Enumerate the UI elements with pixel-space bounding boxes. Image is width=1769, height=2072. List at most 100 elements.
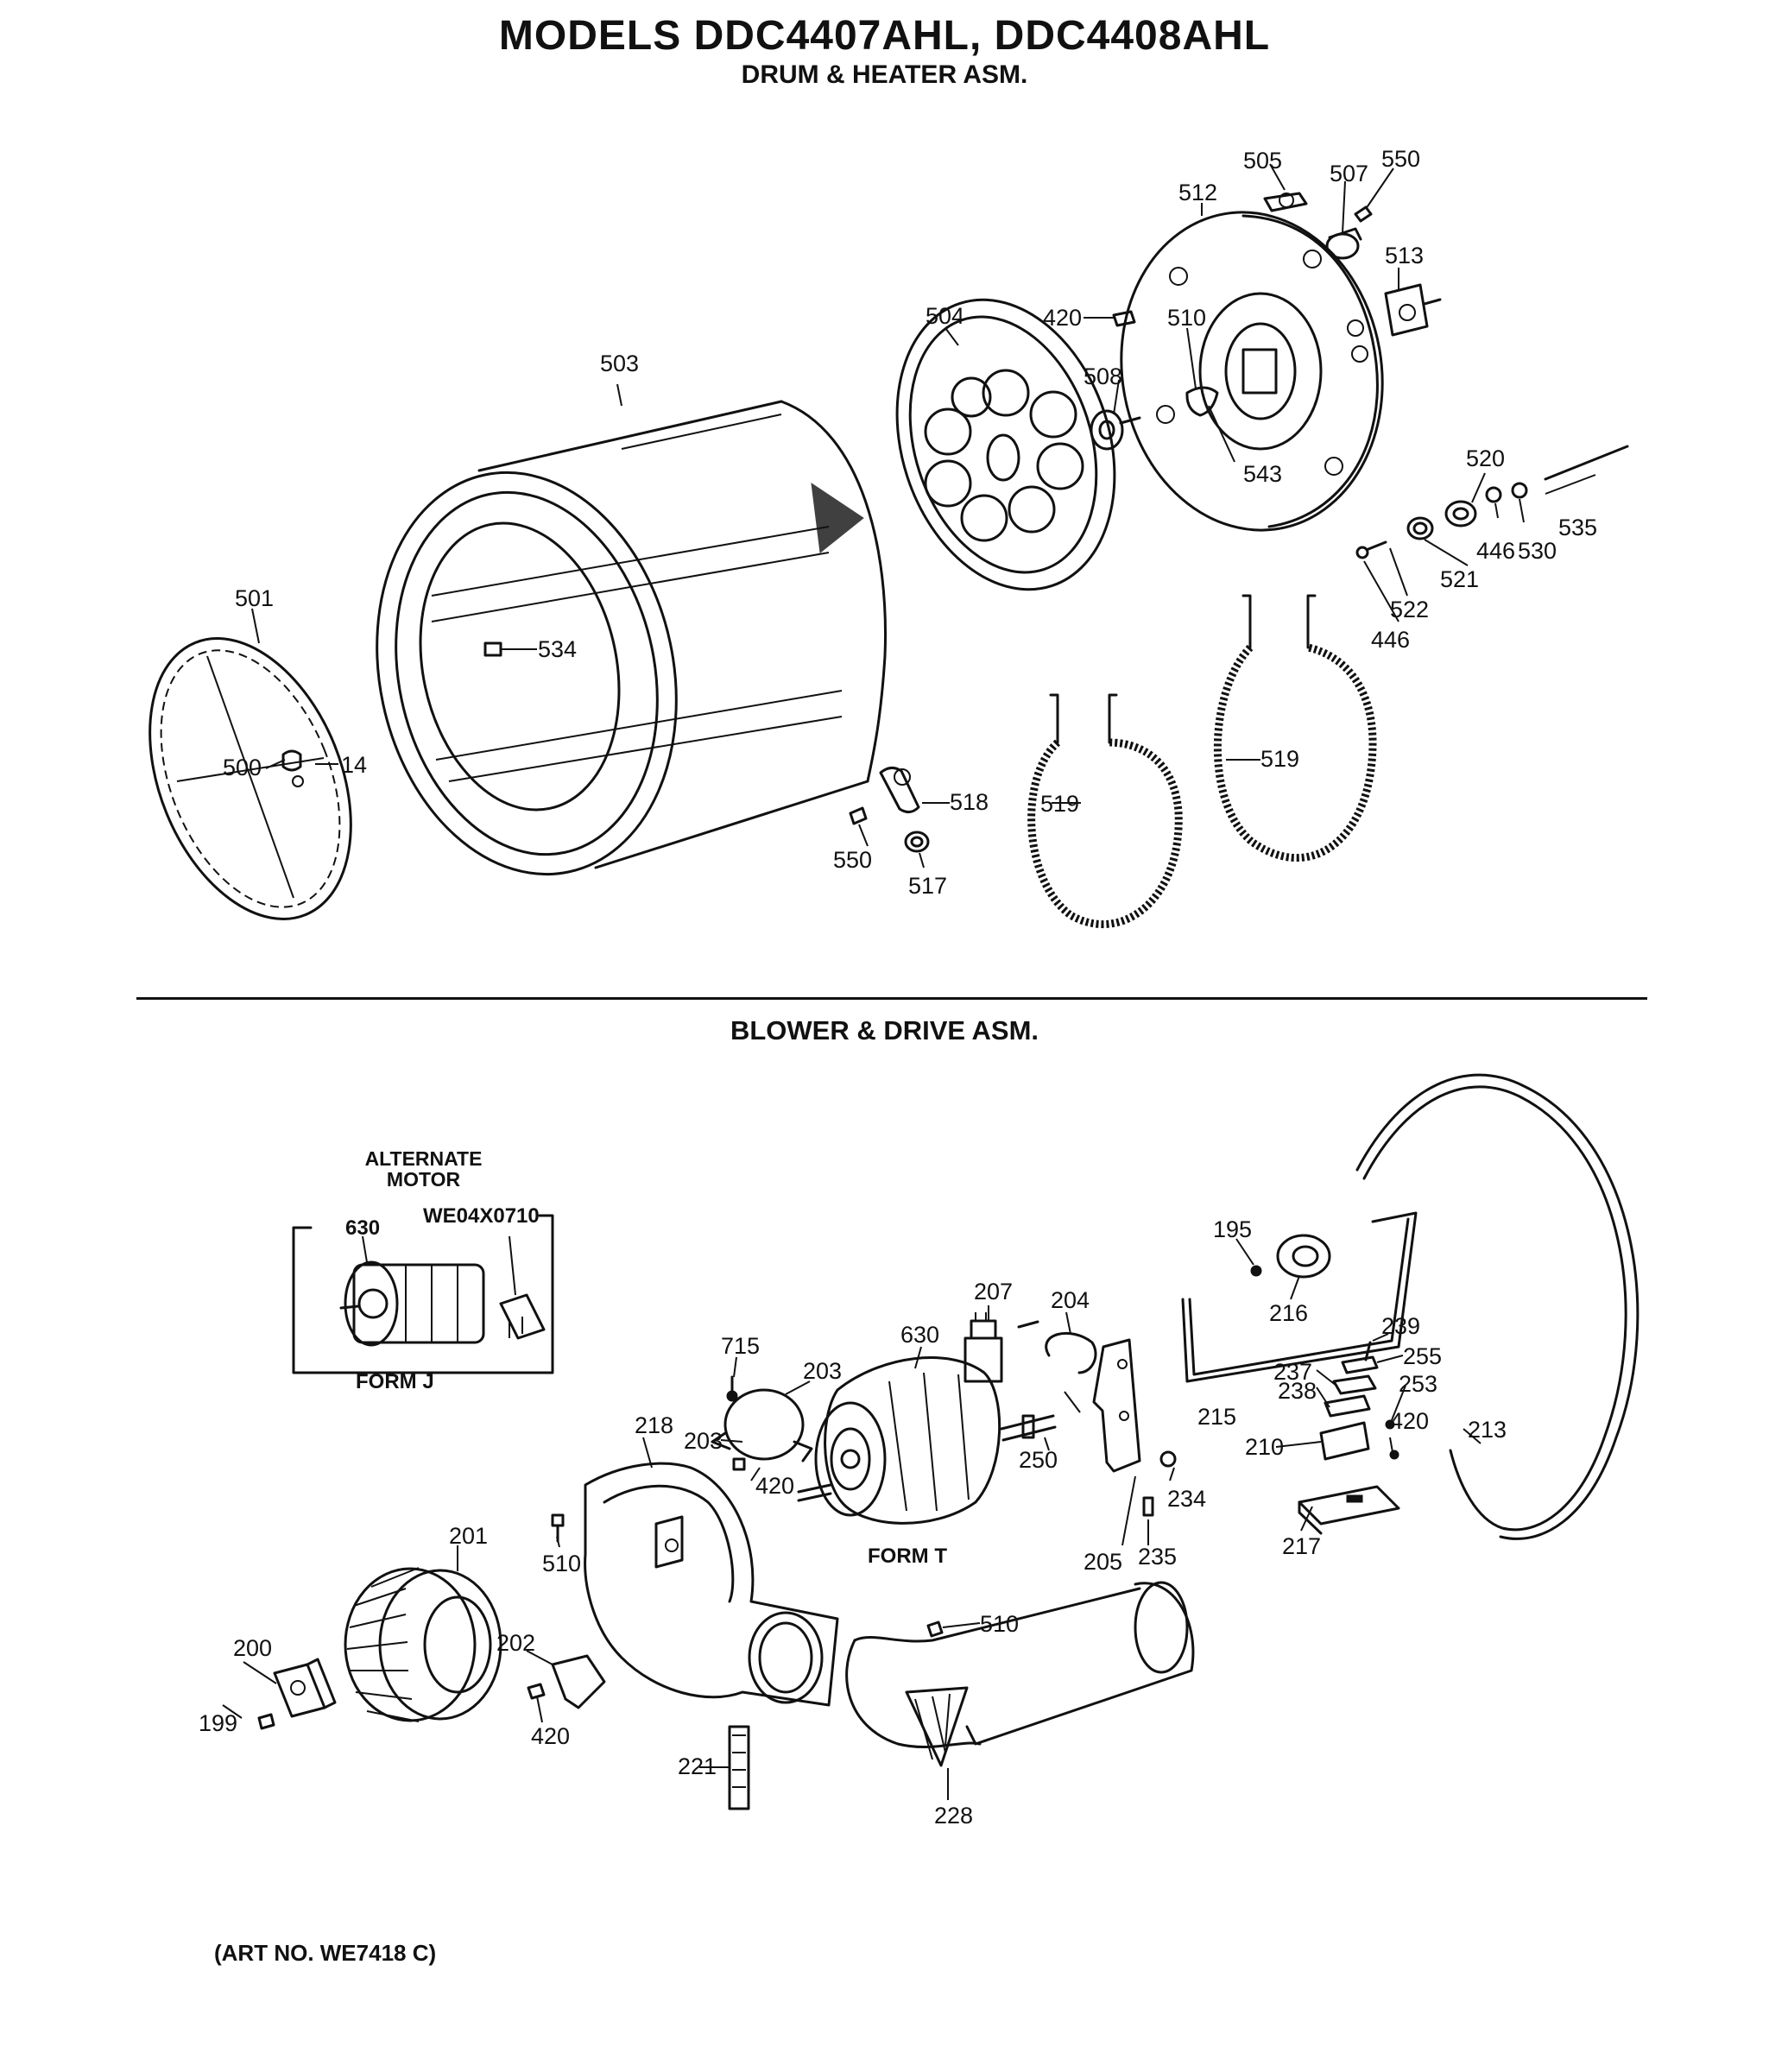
screw-420-top (1084, 310, 1136, 327)
idler-base-plate (1298, 1485, 1400, 1535)
label-535: 535 (1558, 515, 1597, 540)
label-521: 521 (1440, 566, 1479, 592)
drum-front-seal-ring (148, 637, 352, 920)
label-510-housing: 510 (542, 1551, 581, 1576)
label-207: 207 (974, 1279, 1013, 1304)
label-420-idler: 420 (1390, 1408, 1429, 1434)
label-517: 517 (908, 873, 947, 899)
label-203-lower: 203 (684, 1428, 723, 1454)
label-203-upper: 203 (803, 1358, 842, 1384)
coil-bracket-518 (879, 767, 950, 813)
label-199: 199 (199, 1710, 237, 1736)
thermal-fuse-513 (1384, 283, 1442, 337)
blower-wheel (344, 1567, 502, 1722)
label-519-right: 519 (1260, 746, 1299, 772)
label-228: 228 (934, 1803, 973, 1829)
label-205: 205 (1084, 1549, 1122, 1575)
motor-mount-bracket (1092, 1338, 1177, 1517)
label-630-alternate: 630 (345, 1216, 380, 1240)
terminal-hardware (1355, 445, 1629, 559)
label-200: 200 (233, 1635, 272, 1661)
label-534: 534 (538, 636, 577, 662)
thermostat-507 (1325, 227, 1362, 260)
label-235: 235 (1138, 1544, 1177, 1570)
label-446-a: 446 (1476, 538, 1515, 564)
label-420-top: 420 (1043, 305, 1082, 331)
section-title-drum-heater: DRUM & HEATER ASM. (741, 60, 1028, 89)
label-221: 221 (678, 1753, 717, 1779)
section-divider (136, 997, 1647, 1000)
label-255: 255 (1403, 1343, 1442, 1369)
label-504: 504 (926, 303, 964, 329)
label-550-bottom: 550 (833, 847, 872, 873)
insulator-517 (904, 831, 930, 853)
label-216: 216 (1269, 1300, 1308, 1326)
label-501: 501 (235, 585, 274, 611)
label-500: 500 (223, 755, 262, 780)
label-204: 204 (1051, 1287, 1090, 1313)
label-14: 14 (341, 752, 367, 778)
form-t-label: FORM T (868, 1545, 947, 1568)
screw-550-bottom (849, 806, 868, 825)
label-210: 210 (1245, 1434, 1284, 1460)
label-201: 201 (449, 1523, 488, 1549)
blower-housing (551, 1462, 839, 1707)
idler-pulley (1250, 1234, 1331, 1279)
heater-coil-right (1213, 594, 1377, 862)
label-510-top: 510 (1167, 305, 1206, 331)
heater-housing (1120, 211, 1384, 532)
label-420-strap: 420 (755, 1473, 794, 1499)
section-title-blower-drive: BLOWER & DRIVE ASM. (730, 1015, 1039, 1045)
label-253: 253 (1399, 1371, 1437, 1397)
label-543: 543 (1243, 461, 1282, 487)
label-518: 518 (950, 789, 989, 815)
label-218: 218 (635, 1412, 673, 1438)
drum-bearing (1090, 409, 1141, 451)
drum (376, 400, 887, 876)
page-title: MODELS DDC4407AHL, DDC4408AHL (498, 13, 1271, 59)
label-503: 503 (600, 351, 639, 376)
form-j-label: FORM J (356, 1370, 434, 1393)
label-217: 217 (1282, 1533, 1321, 1559)
label-507: 507 (1330, 161, 1368, 186)
duct-seal-strip (728, 1725, 750, 1810)
idler-arm (1181, 1211, 1418, 1383)
blower-rear-bracket (257, 1658, 337, 1730)
label-520: 520 (1466, 445, 1505, 471)
label-715: 715 (721, 1333, 760, 1359)
alternate-motor-part-number: WE04X0710 (423, 1204, 540, 1228)
label-510-duct: 510 (980, 1611, 1019, 1637)
blower-leader-lines (222, 1238, 1482, 1800)
thermostat-505 (1263, 192, 1308, 212)
label-513: 513 (1385, 243, 1424, 268)
screw-550-top (1354, 205, 1373, 223)
label-239: 239 (1381, 1313, 1420, 1339)
alternate-motor-label: ALTERNATE MOTOR (364, 1147, 483, 1191)
art-number-note: (ART NO. WE7418 C) (214, 1940, 437, 1966)
alternate-motor-box (292, 1214, 554, 1374)
label-250: 250 (1019, 1447, 1058, 1473)
label-519-left: 519 (1040, 791, 1079, 817)
motor-strap (711, 1375, 813, 1471)
label-522: 522 (1390, 597, 1429, 622)
motor-switch (963, 1312, 1039, 1383)
label-530: 530 (1518, 538, 1557, 564)
label-202: 202 (496, 1630, 535, 1656)
heater-coil-left (1027, 693, 1183, 928)
label-446-b: 446 (1371, 627, 1410, 653)
drive-motor (797, 1356, 1081, 1525)
idler-bracket-assembly (1319, 1341, 1399, 1461)
drive-belt (1355, 1073, 1639, 1540)
drum-rear-panel (895, 298, 1116, 591)
label-195: 195 (1213, 1216, 1252, 1242)
blower-retainer (527, 1654, 606, 1709)
label-550-top: 550 (1381, 146, 1420, 172)
label-213: 213 (1468, 1417, 1507, 1443)
label-508: 508 (1084, 363, 1122, 389)
label-237: 237 (1273, 1359, 1312, 1385)
motor-clamp-204 (1045, 1331, 1097, 1374)
drum-leader-lines (251, 163, 1596, 869)
label-215: 215 (1197, 1404, 1236, 1430)
